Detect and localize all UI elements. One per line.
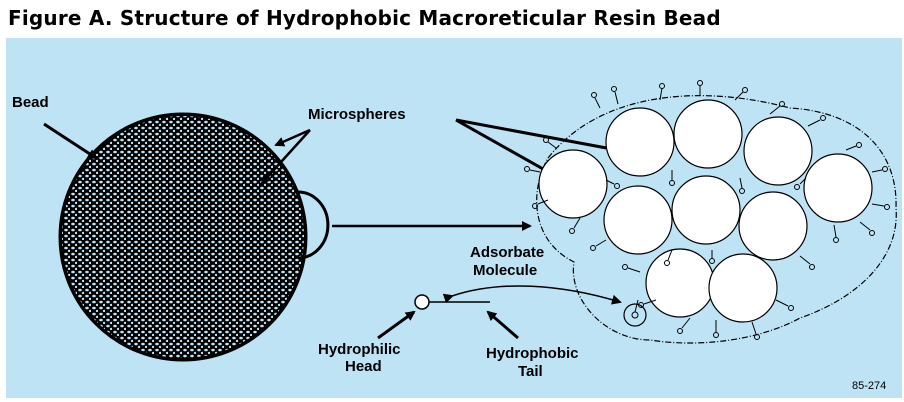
adsorbate-label-line2: Molecule [473, 262, 537, 279]
hydrophilic-label-line1: Hydrophilic [318, 341, 401, 358]
adsorbate-label-line1: Adsorbate [470, 244, 544, 261]
bead-label: Bead [12, 94, 49, 111]
head-arrow [378, 312, 414, 338]
microspheres [539, 100, 872, 322]
microspheres-label: Microspheres [308, 106, 406, 123]
bead-arrow [44, 124, 96, 158]
hydrophobic-label-line2: Tail [518, 363, 543, 380]
hydrophobic-label-line1: Hydrophobic [486, 345, 579, 362]
adsorbed-molecule-highlight [624, 304, 646, 326]
bead-microsphere-arrow-1 [276, 130, 310, 145]
hydrophilic-head-shape [415, 295, 429, 309]
resin-bead [60, 114, 328, 360]
tail-arrow [488, 312, 518, 338]
adsorption-arrow [452, 286, 620, 302]
hydrophilic-label-line2: Head [345, 358, 382, 375]
figure-code: 85-274 [852, 380, 886, 392]
